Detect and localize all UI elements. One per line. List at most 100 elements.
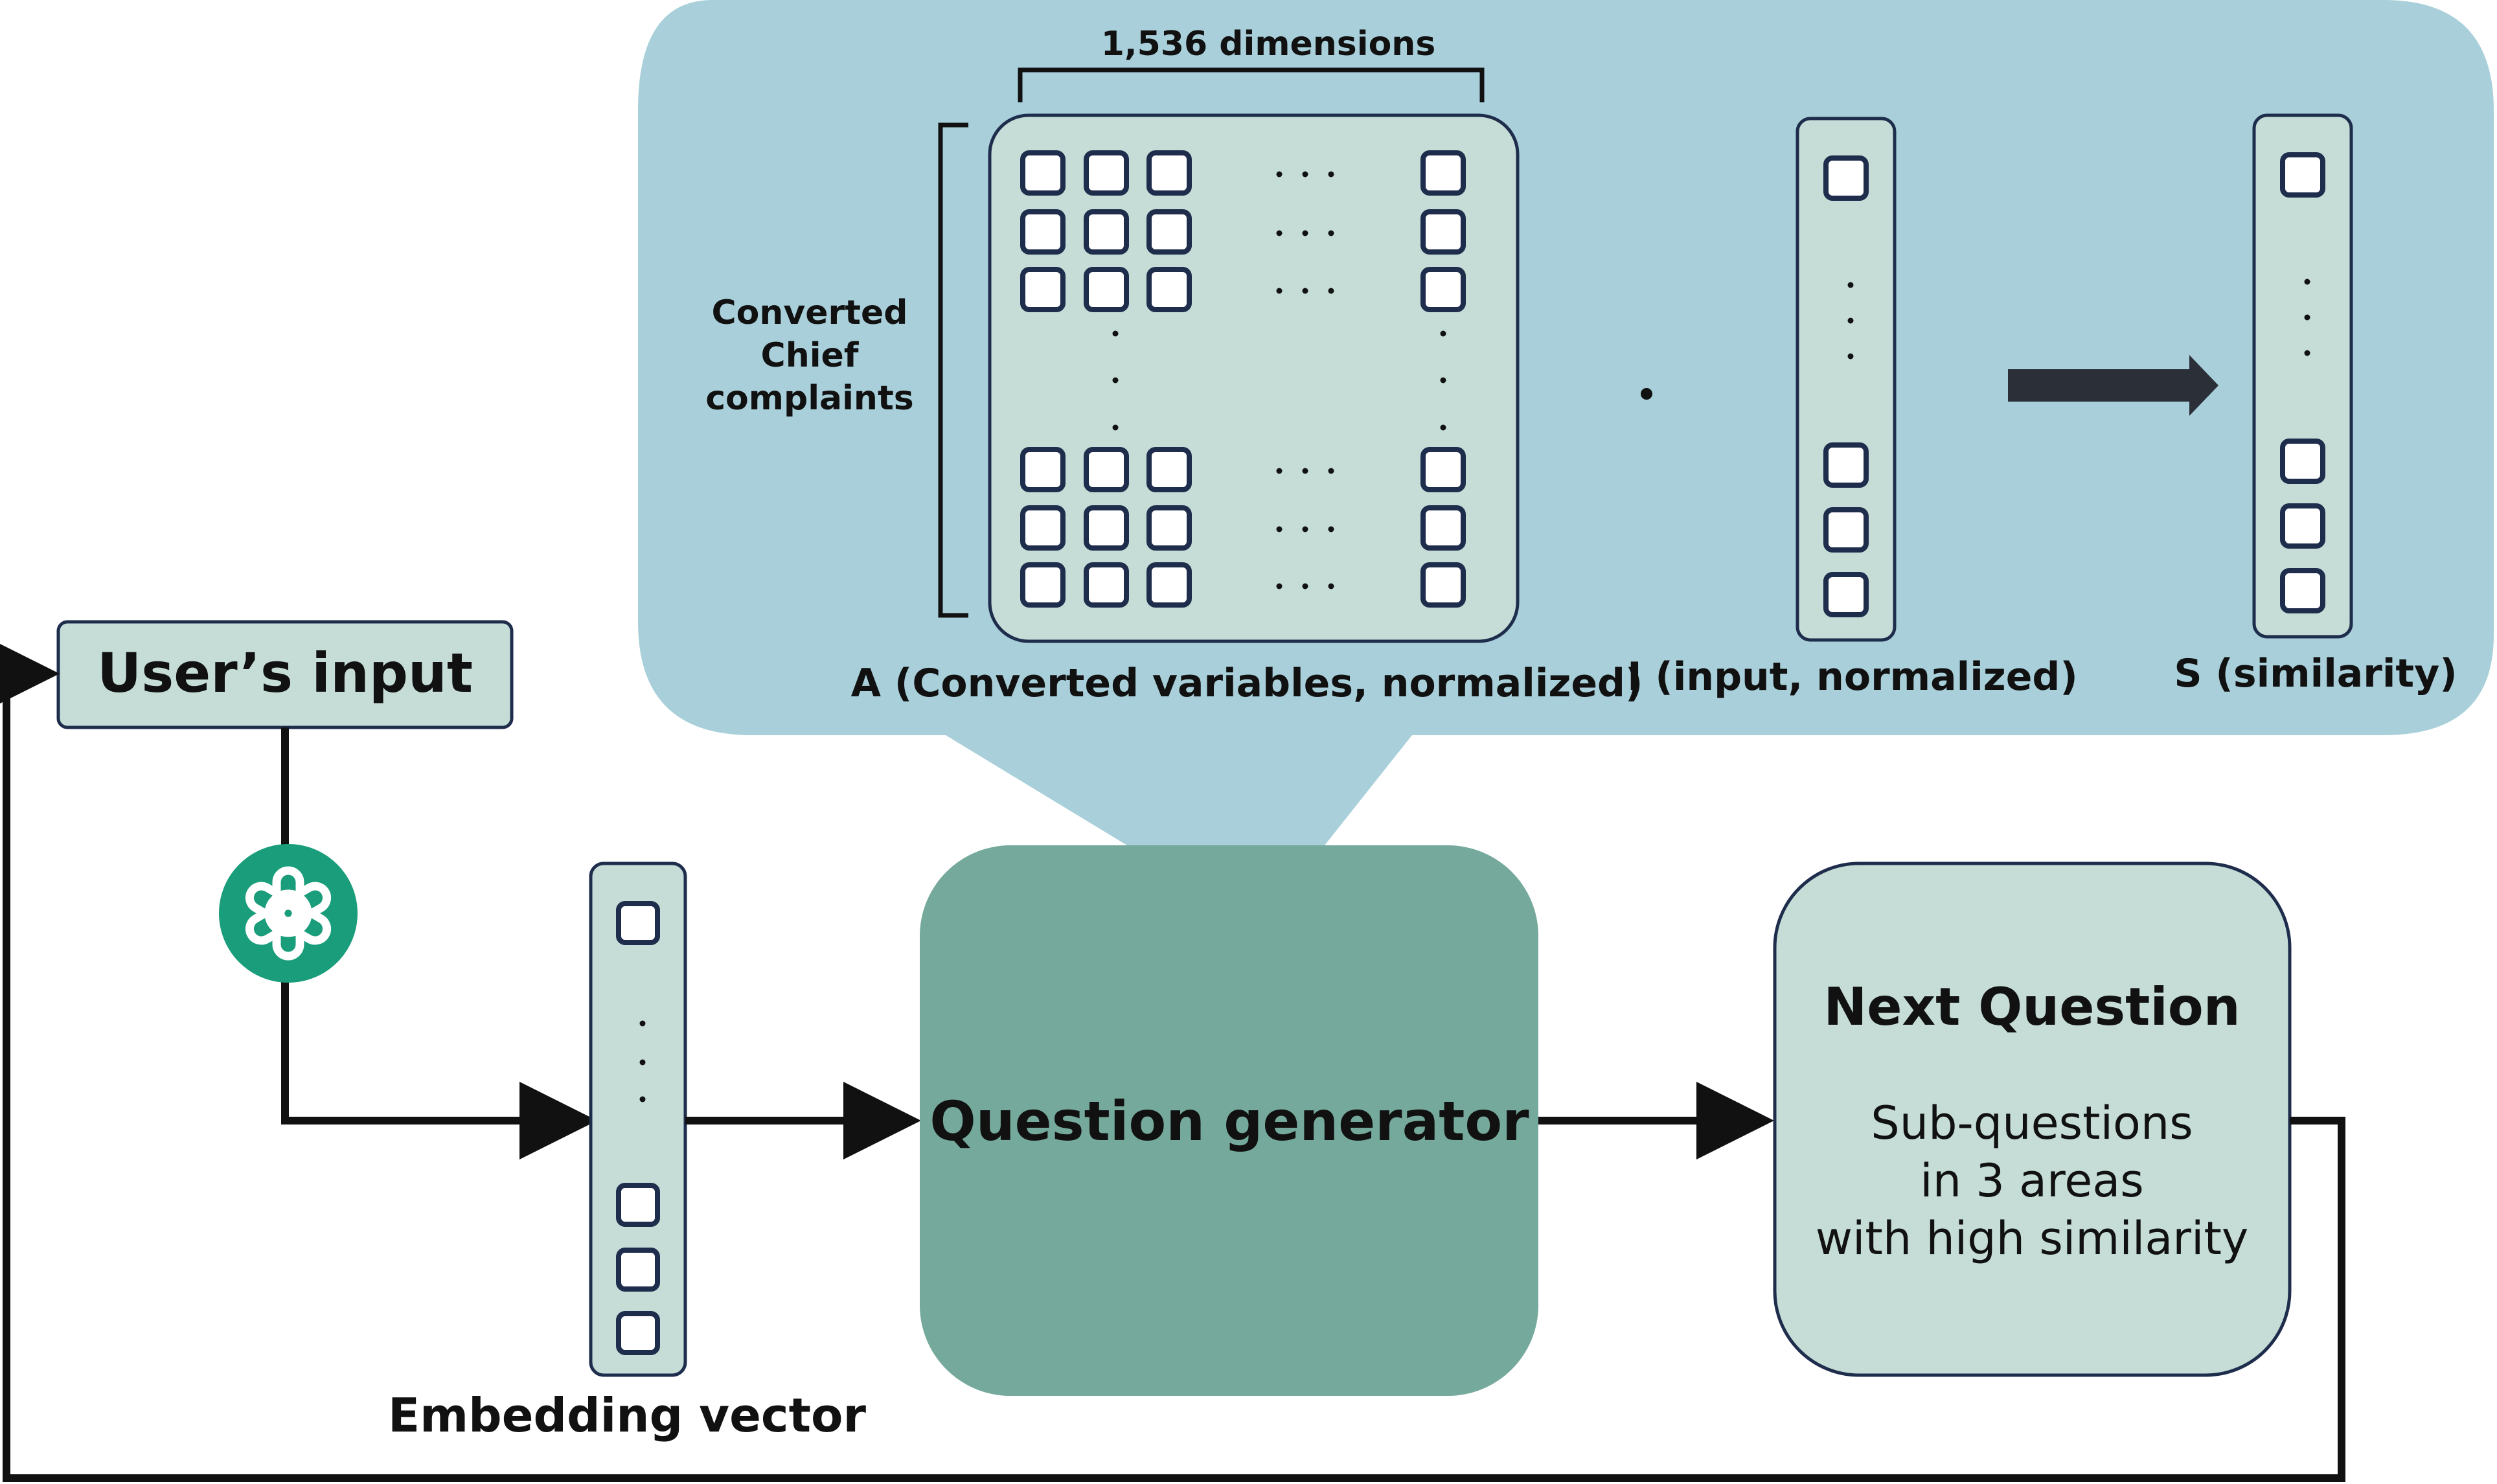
rows-label-line1: Converted (711, 293, 907, 332)
input-vector-ellipsis-dot (1847, 317, 1854, 324)
embedding-vector-ellipsis-dot (639, 1059, 646, 1066)
matrix-cell (1084, 267, 1129, 312)
embedding-vector-ellipsis-dot (639, 1096, 646, 1102)
matrix-a (988, 113, 1520, 643)
matrix-cell (1020, 562, 1066, 608)
callout-background (638, 0, 2494, 845)
embedding-vector-cells (616, 901, 660, 1355)
matrix-cell (1020, 447, 1066, 492)
matrix-ellipsis-dot (1302, 288, 1308, 294)
matrix-cell (1146, 505, 1192, 551)
feedback-loop-connector (0, 635, 2345, 1482)
embedding-vector-cell (616, 901, 660, 945)
matrix-cell (1420, 447, 1466, 492)
input-vector-cell (1823, 507, 1869, 553)
matrix-ellipsis-dot (1276, 230, 1283, 236)
input-vector-box (1796, 117, 1897, 642)
matrix-ellipsis-dot (1302, 583, 1308, 589)
similarity-vector-ellipsis-dot (2304, 279, 2310, 285)
similarity-vector-cell (2280, 152, 2325, 198)
openai-logo-core (264, 889, 312, 937)
input-vector-ellipsis-dot (1847, 353, 1854, 360)
matrix-cell (1420, 267, 1466, 312)
matrix-cell (1146, 209, 1192, 255)
matrix-ellipsis-dot (1328, 468, 1334, 474)
matrix-cell (1020, 209, 1066, 255)
matrix-ellipsis-dot (1328, 583, 1334, 589)
openai-logo-circle (219, 844, 358, 983)
similarity-vector-ellipsis-dot (2304, 314, 2310, 321)
question-generator-label: Question generator (929, 1090, 1529, 1153)
embedding-vector-cell (616, 1183, 660, 1227)
rows-label-line2: Chief (761, 336, 860, 375)
matrix-a-cells (1020, 150, 1466, 608)
similarity-callout: 1,536 dimensions Converted Chief complai… (638, 0, 2494, 845)
matrix-ellipsis-dot (1276, 526, 1283, 532)
similarity-vector-box (2252, 113, 2353, 639)
embedding-vector-label: Embedding vector (388, 1388, 867, 1443)
input-vector-label: I (input, normalized) (1627, 654, 2078, 700)
matrix-cell (1084, 209, 1129, 255)
dot-operator (1641, 388, 1652, 400)
matrix-cell (1084, 447, 1129, 492)
next-question-title: Next Question (1823, 977, 2240, 1037)
matrix-cell (1020, 505, 1066, 551)
matrix-ellipsis-dot (1302, 230, 1308, 236)
matrix-ellipsis-dot (1276, 288, 1283, 294)
similarity-vector-cell (2280, 568, 2325, 613)
matrix-cell (1084, 562, 1129, 608)
matrix-ellipsis-dot (1328, 288, 1334, 294)
question-generator-box (920, 845, 1538, 1396)
matrix-cell (1146, 267, 1192, 312)
matrix-ellipsis-dot (1276, 171, 1283, 177)
matrix-ellipsis-dot (1276, 468, 1283, 474)
openai-logo-knot (245, 866, 332, 961)
next-question-line1: Sub-questions (1871, 1097, 2193, 1150)
matrix-ellipsis-dot (1328, 230, 1334, 236)
matrix-vertical-ellipsis-dot (1112, 424, 1119, 431)
user-input-label: User’s input (97, 641, 473, 705)
matrix-cell (1420, 209, 1466, 255)
matrix-ellipsis-dot (1328, 171, 1334, 177)
matrix-cell (1146, 150, 1192, 196)
next-question-line3: with high similarity (1816, 1212, 2249, 1265)
matrix-ellipsis-dot (1302, 526, 1308, 532)
similarity-vector-cell (2280, 503, 2325, 549)
matrix-cell (1084, 505, 1129, 551)
result-arrow (2008, 355, 2218, 416)
matrix-cell (1020, 150, 1066, 196)
matrix-ellipsis-dot (1302, 468, 1308, 474)
matrix-cell (1420, 562, 1466, 608)
matrix-a-label: A (Converted variables, normalized) (851, 661, 1643, 706)
embedding-vector (589, 862, 687, 1377)
similarity-vector-cells (2280, 152, 2325, 613)
matrix-vertical-ellipsis-dot (1440, 377, 1446, 383)
matrix-ellipsis-dot (1276, 583, 1283, 589)
input-vector-cells (1823, 155, 1869, 617)
input-vector (1796, 117, 1897, 642)
matrix-vertical-ellipsis-dot (1112, 330, 1119, 337)
matrix-ellipsis-dot (1328, 526, 1334, 532)
matrix-cell (1146, 562, 1192, 608)
embedding-vector-cell (616, 1311, 660, 1355)
matrix-vertical-ellipsis-dot (1440, 424, 1446, 431)
embedding-vector-ellipsis-dot (639, 1020, 646, 1027)
matrix-vertical-ellipsis-dot (1112, 377, 1119, 383)
embedding-vector-cell (616, 1248, 660, 1292)
matrix-cell (1146, 447, 1192, 492)
dimension-bracket (1018, 67, 1485, 102)
similarity-vector (2252, 113, 2353, 639)
next-question-line2: in 3 areas (1920, 1154, 2143, 1207)
matrix-cell (1420, 505, 1466, 551)
similarity-vector-label: S (similarity) (2174, 651, 2457, 696)
matrix-cell (1020, 267, 1066, 312)
rows-label-line3: complaints (705, 379, 914, 418)
similarity-vector-cell (2280, 439, 2325, 484)
input-vector-cell (1823, 155, 1869, 201)
openai-logo-icon (219, 844, 358, 983)
similarity-vector-ellipsis-dot (2304, 350, 2310, 356)
matrix-ellipsis-dot (1302, 171, 1308, 177)
rows-bracket (938, 122, 968, 618)
input-vector-ellipsis-dot (1847, 282, 1854, 288)
